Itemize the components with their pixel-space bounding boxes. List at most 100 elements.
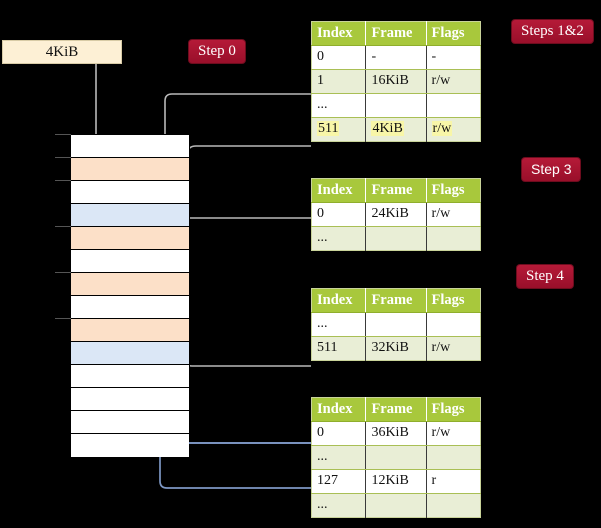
table-row: ... [311, 312, 481, 337]
table-row: 511 4KiB r/w [311, 117, 481, 142]
table-cell: 32KiB [365, 336, 427, 361]
step-badge-steps12: Steps 1&2 [512, 20, 593, 43]
column-header-frame: Frame [365, 397, 427, 422]
memory-frame-tick [55, 157, 71, 158]
column-header-index: Index [311, 397, 367, 422]
memory-frame-row [71, 296, 189, 319]
column-header-frame: Frame [365, 288, 427, 313]
table-cell [365, 226, 427, 251]
table-cell [426, 93, 481, 118]
table-cell [426, 312, 481, 337]
memory-frame-row [71, 227, 189, 250]
memory-frame-row [71, 342, 189, 365]
step-badge-step4: Step 4 [517, 265, 573, 288]
table-cell: r/w [426, 202, 481, 227]
memory-frame-row [71, 273, 189, 296]
table-cell: 36KiB [365, 421, 427, 446]
wire-level1-row0-to-memory [175, 217, 311, 293]
table-cell: r/w [426, 421, 481, 446]
memory-frame-tick [55, 180, 71, 181]
memory-frame-row [71, 319, 189, 342]
table-row: ... [311, 93, 481, 118]
physical-memory-column [70, 134, 190, 457]
table-cell [426, 445, 481, 470]
highlighted-value: 4KiB [371, 121, 404, 136]
table-cell: - [426, 45, 481, 70]
table-row: ... [311, 493, 481, 518]
table-cell: r/w [426, 336, 481, 361]
table-cell [365, 93, 427, 118]
step-badge-step0: Step 0 [189, 40, 245, 63]
table-cell: 511 [311, 336, 367, 361]
table-cell [365, 312, 427, 337]
memory-frame-row [71, 135, 189, 158]
table-cell: ... [311, 93, 367, 118]
memory-frame-row [71, 158, 189, 181]
wire-level0-row511-to-memory [170, 145, 311, 263]
column-header-flags: Flags [426, 178, 481, 203]
wire-level2-row511-to-memory [181, 309, 311, 367]
highlighted-value: 511 [317, 121, 340, 136]
table-cell [426, 493, 481, 518]
memory-frame-row [71, 388, 189, 411]
memory-frame-tick [55, 272, 71, 273]
page-box-4kib: 4KiB [2, 40, 122, 64]
table-cell: 511 [311, 117, 367, 142]
table-cell: 12KiB [365, 469, 427, 494]
table-row: ... [311, 226, 481, 251]
table-cell: - [365, 45, 427, 70]
memory-frame-tick [55, 318, 71, 319]
table-row: ... [311, 445, 481, 470]
table-cell [365, 493, 427, 518]
table-cell: 4KiB [365, 117, 427, 142]
memory-frame-row [71, 181, 189, 204]
table-row: 0-- [311, 45, 481, 70]
column-header-frame: Frame [365, 21, 427, 46]
table-cell: r/w [426, 69, 481, 94]
memory-frame-row [71, 365, 189, 388]
table-cell [426, 226, 481, 251]
memory-frame-tick [55, 226, 71, 227]
table-cell: 24KiB [365, 202, 427, 227]
highlighted-value: r/w [431, 121, 453, 136]
column-header-frame: Frame [365, 178, 427, 203]
column-header-flags: Flags [426, 397, 481, 422]
memory-frame-row [71, 204, 189, 227]
table-cell: ... [311, 445, 367, 470]
table-cell: r/w [426, 117, 481, 142]
column-header-index: Index [311, 178, 367, 203]
wire-level1-row0-span [186, 218, 311, 242]
column-header-flags: Flags [426, 21, 481, 46]
column-header-index: Index [311, 21, 367, 46]
memory-frame-row [71, 411, 189, 434]
step-badge-step3: Step 3 [522, 158, 581, 181]
table-cell: 1 [311, 69, 367, 94]
table-cell: ... [311, 226, 367, 251]
memory-frame-row [71, 434, 189, 457]
table-cell: 0 [311, 45, 367, 70]
memory-frame-tick [55, 134, 71, 135]
table-cell: r [426, 469, 481, 494]
column-header-flags: Flags [426, 288, 481, 313]
table-cell [365, 445, 427, 470]
table-cell: 127 [311, 469, 367, 494]
table-cell: 0 [311, 421, 367, 446]
memory-frame-row [71, 250, 189, 273]
table-cell: ... [311, 493, 367, 518]
table-cell: 0 [311, 202, 367, 227]
table-cell: 16KiB [365, 69, 427, 94]
